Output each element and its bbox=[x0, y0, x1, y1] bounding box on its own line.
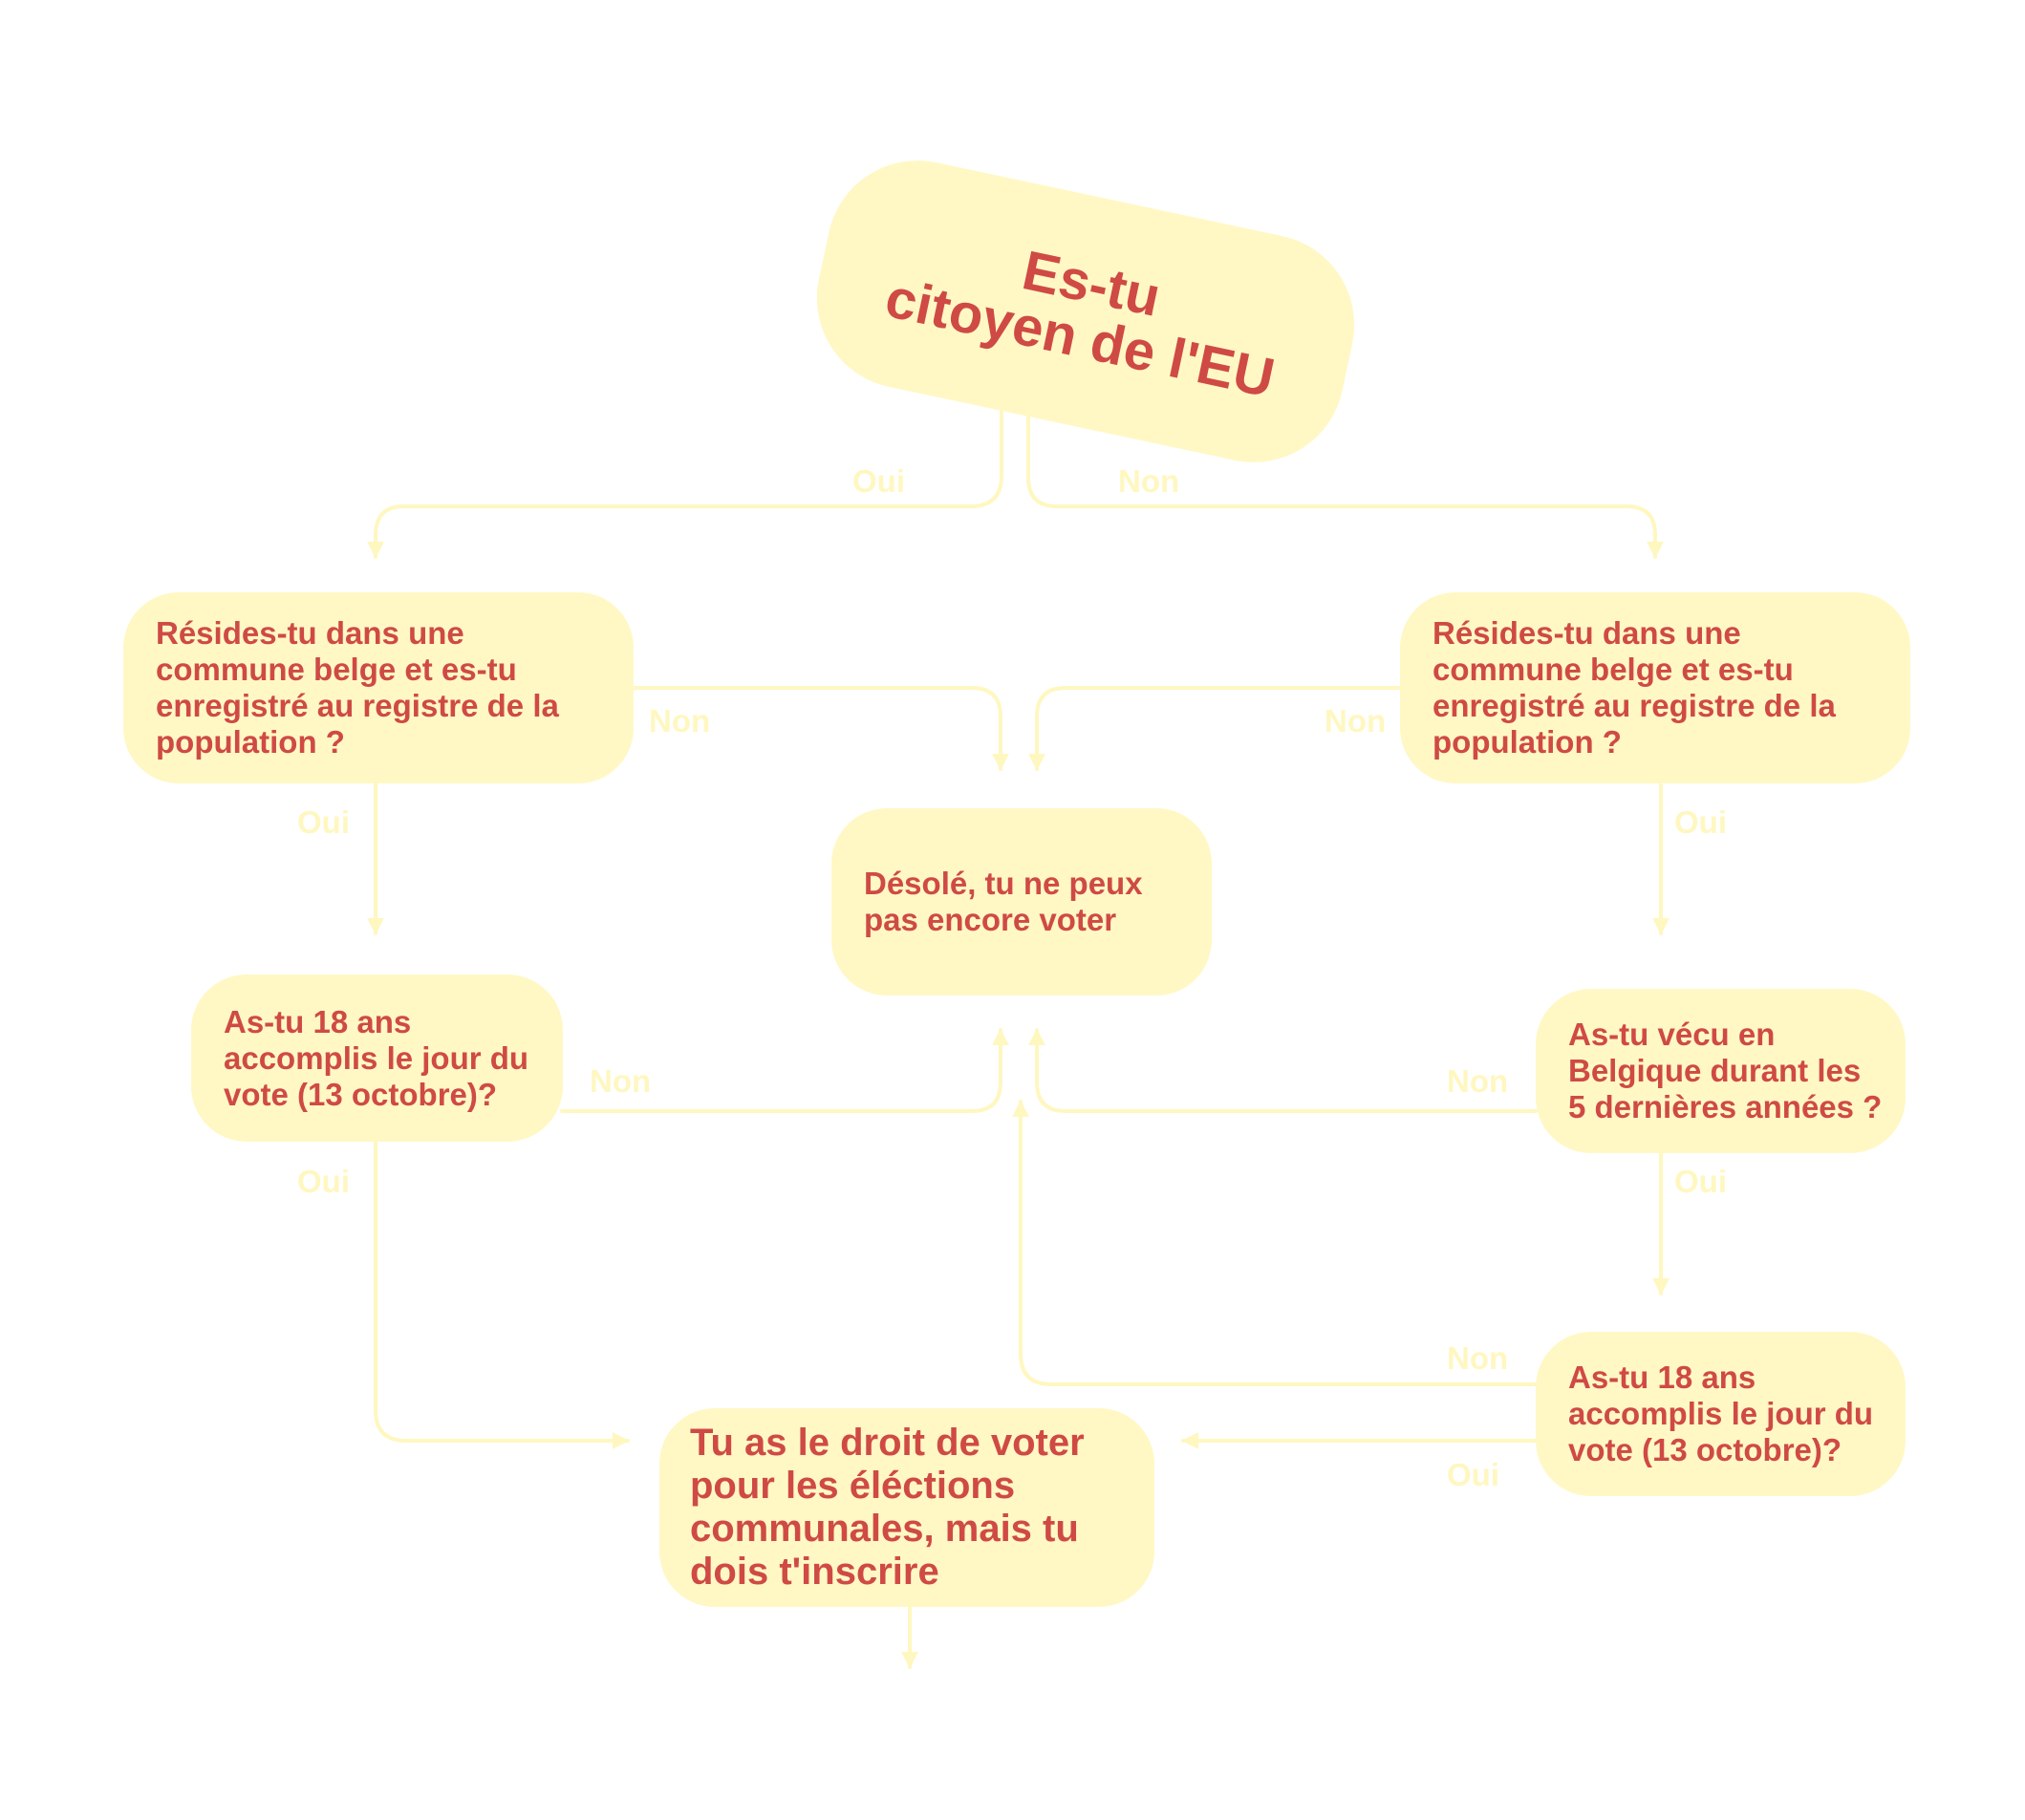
connector-left-residence-non bbox=[631, 686, 1009, 771]
connector-right-age-non bbox=[1012, 1100, 1538, 1386]
left-residence-question-node: Résides-tu dans une commune belge et es-… bbox=[123, 592, 634, 783]
cannot-vote-result-node: Désolé, tu ne peux pas encore voter bbox=[831, 808, 1212, 996]
right-lived-question-node: As-tu vécu en Belgique durant les 5 dern… bbox=[1536, 989, 1906, 1153]
edge-label-right-lived-oui: Oui bbox=[1674, 1164, 1727, 1199]
left-age-question-text: As-tu 18 ans accomplis le jour du vote (… bbox=[224, 1003, 529, 1112]
connector-left-age-non bbox=[560, 1028, 1009, 1113]
connector-start-oui bbox=[367, 407, 1003, 559]
right-lived-question-text: As-tu vécu en Belgique durant les 5 dern… bbox=[1568, 1017, 1883, 1124]
edge-label-left-age-non: Non bbox=[590, 1063, 652, 1099]
connector-start-non bbox=[1026, 415, 1664, 559]
right-residence-question-text: Résides-tu dans une commune belge et es-… bbox=[1433, 615, 1836, 760]
edge-label-right-residence-non: Non bbox=[1325, 703, 1387, 739]
connector-right-residence-non bbox=[1028, 686, 1402, 771]
edge-label-right-residence-oui: Oui bbox=[1674, 804, 1727, 840]
start-question-text: Es-tu citoyen de l'EU bbox=[880, 239, 1281, 410]
left-age-question-node: As-tu 18 ans accomplis le jour du vote (… bbox=[191, 974, 563, 1142]
right-age-question-text: As-tu 18 ans accomplis le jour du vote (… bbox=[1568, 1360, 1874, 1467]
edge-label-left-residence-non: Non bbox=[649, 703, 711, 739]
cannot-vote-result-text: Désolé, tu ne peux pas encore voter bbox=[864, 866, 1143, 937]
edge-label-start-oui: Oui bbox=[852, 463, 905, 499]
right-age-question-node: As-tu 18 ans accomplis le jour du vote (… bbox=[1536, 1332, 1906, 1496]
edge-label-right-lived-non: Non bbox=[1447, 1063, 1509, 1099]
edge-label-right-age-non: Non bbox=[1447, 1340, 1509, 1376]
left-residence-question-text: Résides-tu dans une commune belge et es-… bbox=[156, 615, 559, 760]
connector-right-lived-non bbox=[1028, 1028, 1538, 1113]
can-vote-result-node: Tu as le droit de voter pour les éléctio… bbox=[659, 1408, 1154, 1607]
edge-label-left-age-oui: Oui bbox=[297, 1164, 350, 1199]
edge-label-left-residence-oui: Oui bbox=[297, 804, 350, 840]
right-residence-question-node: Résides-tu dans une commune belge et es-… bbox=[1400, 592, 1910, 783]
edge-label-start-non: Non bbox=[1118, 463, 1180, 499]
edge-label-right-age-oui: Oui bbox=[1447, 1457, 1499, 1492]
connector-left-age-oui bbox=[374, 1140, 630, 1449]
can-vote-result-text: Tu as le droit de voter pour les éléctio… bbox=[690, 1422, 1085, 1593]
